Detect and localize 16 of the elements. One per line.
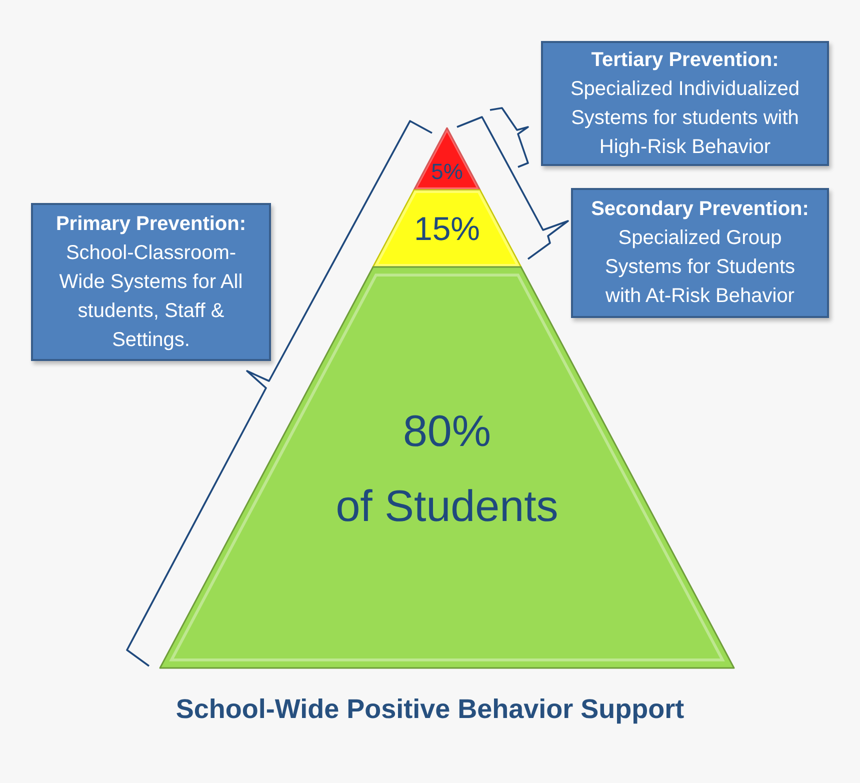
callout-box — [31, 203, 271, 361]
box-text: School-Classroom-Wide Systems for All students, Staff & Settings. — [58, 240, 244, 352]
tier-percentage: 5% — [431, 159, 463, 186]
diagram-title: School-Wide Positive Behavior Support — [176, 694, 684, 725]
box-heading: Secondary Prevention: — [591, 197, 809, 222]
box-heading: Primary Prevention: — [56, 212, 246, 236]
box-heading: Tertiary Prevention: — [591, 48, 779, 72]
tier-percentage: 80% — [402, 406, 492, 458]
box-text: Specialized Individualized Systems for students with High-Risk Behavior — [569, 76, 801, 160]
tier-percentage: 15% — [414, 209, 480, 249]
callout-box — [541, 41, 829, 166]
tier-caption: of Students — [336, 481, 558, 533]
pyramid-tier — [373, 190, 521, 267]
callout-box — [571, 188, 829, 318]
box-text: Specialized Group Systems for Students with At-Risk Behavior — [604, 226, 796, 309]
pyramid-tier — [414, 128, 480, 190]
